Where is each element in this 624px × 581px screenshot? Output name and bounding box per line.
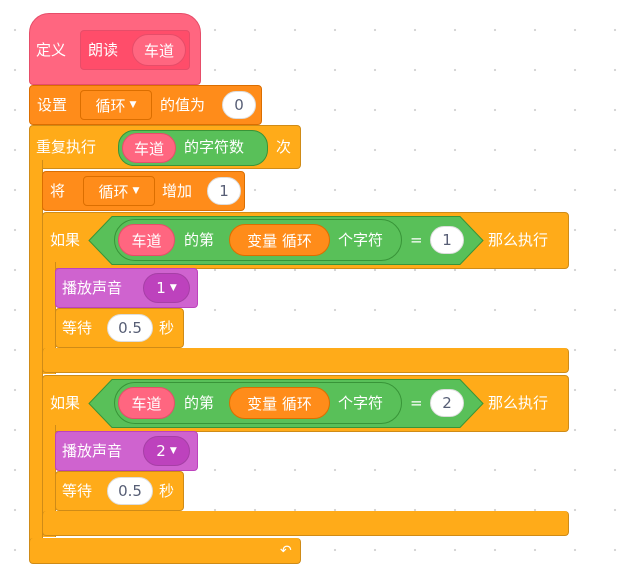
value-text: 2 bbox=[442, 394, 452, 412]
param-reporter[interactable]: 车道 bbox=[118, 224, 175, 256]
by-label: 增加 bbox=[162, 182, 193, 200]
of-label: 的第 bbox=[184, 394, 215, 412]
repeat-bottom bbox=[29, 538, 301, 564]
value-input[interactable]: 1 bbox=[207, 177, 241, 205]
sound-value: 1 bbox=[156, 279, 166, 297]
param-reporter[interactable]: 车道 bbox=[118, 387, 175, 419]
param-reporter[interactable]: 车道 bbox=[132, 34, 186, 66]
wait-input[interactable]: 0.5 bbox=[107, 314, 153, 342]
wait-input[interactable]: 0.5 bbox=[107, 477, 153, 505]
value-text: 1 bbox=[442, 231, 452, 249]
char-label: 个字符 bbox=[338, 394, 384, 412]
value-text: 0 bbox=[234, 96, 244, 114]
value-input[interactable]: 1 bbox=[430, 226, 464, 254]
to-label: 的值为 bbox=[160, 96, 206, 114]
times-label: 次 bbox=[276, 138, 292, 156]
wait-value: 0.5 bbox=[118, 482, 142, 500]
repeat-arm bbox=[29, 160, 43, 550]
variable-label: 变量 循环 bbox=[247, 231, 312, 250]
param-reporter[interactable]: 车道 bbox=[122, 133, 176, 163]
length-label: 的字符数 bbox=[184, 138, 245, 156]
param-label: 车道 bbox=[131, 394, 162, 413]
of-label: 的第 bbox=[184, 231, 215, 249]
define-label: 定义 bbox=[36, 41, 67, 59]
dropdown-caret-icon: ▼ bbox=[132, 186, 140, 196]
value-text: 1 bbox=[219, 182, 229, 200]
variable-name: 循环 bbox=[98, 182, 129, 201]
if-label: 如果 bbox=[50, 394, 81, 412]
then-label: 那么执行 bbox=[488, 394, 549, 412]
dropdown-caret-icon: ▼ bbox=[169, 283, 177, 293]
play-sound-label: 播放声音 bbox=[62, 279, 123, 297]
param-label: 车道 bbox=[133, 139, 164, 158]
seconds-label: 秒 bbox=[159, 482, 175, 500]
dropdown-caret-icon: ▼ bbox=[169, 446, 177, 456]
repeat-label: 重复执行 bbox=[36, 138, 97, 156]
if-bottom bbox=[42, 348, 569, 373]
value-input[interactable]: 0 bbox=[222, 91, 256, 119]
wait-value: 0.5 bbox=[118, 319, 142, 337]
equals-label: = bbox=[410, 394, 423, 412]
repeat-arrow-icon: ↶ bbox=[280, 543, 292, 559]
value-input[interactable]: 2 bbox=[430, 389, 464, 417]
seconds-label: 秒 bbox=[159, 319, 175, 337]
set-label: 设置 bbox=[37, 96, 68, 114]
variable-reporter[interactable]: 变量 循环 bbox=[229, 387, 330, 419]
variable-dropdown[interactable]: 循环▼ bbox=[80, 90, 152, 120]
then-label: 那么执行 bbox=[488, 231, 549, 249]
custom-block-name: 朗读 bbox=[88, 41, 119, 59]
dropdown-caret-icon: ▼ bbox=[129, 100, 137, 110]
param-label: 车道 bbox=[143, 41, 174, 60]
if-bottom bbox=[42, 511, 569, 536]
if-label: 如果 bbox=[50, 231, 81, 249]
char-label: 个字符 bbox=[338, 231, 384, 249]
wait-label: 等待 bbox=[62, 482, 93, 500]
sound-dropdown[interactable]: 1▼ bbox=[143, 273, 190, 303]
sound-dropdown[interactable]: 2▼ bbox=[143, 436, 190, 466]
variable-name: 循环 bbox=[95, 96, 126, 115]
variable-dropdown[interactable]: 循环▼ bbox=[83, 176, 155, 206]
variable-reporter[interactable]: 变量 循环 bbox=[229, 224, 330, 256]
param-label: 车道 bbox=[131, 231, 162, 250]
play-sound-label: 播放声音 bbox=[62, 442, 123, 460]
sound-value: 2 bbox=[156, 442, 166, 460]
equals-label: = bbox=[410, 231, 423, 249]
change-label: 将 bbox=[50, 182, 66, 200]
wait-label: 等待 bbox=[62, 319, 93, 337]
variable-label: 变量 循环 bbox=[247, 394, 312, 413]
